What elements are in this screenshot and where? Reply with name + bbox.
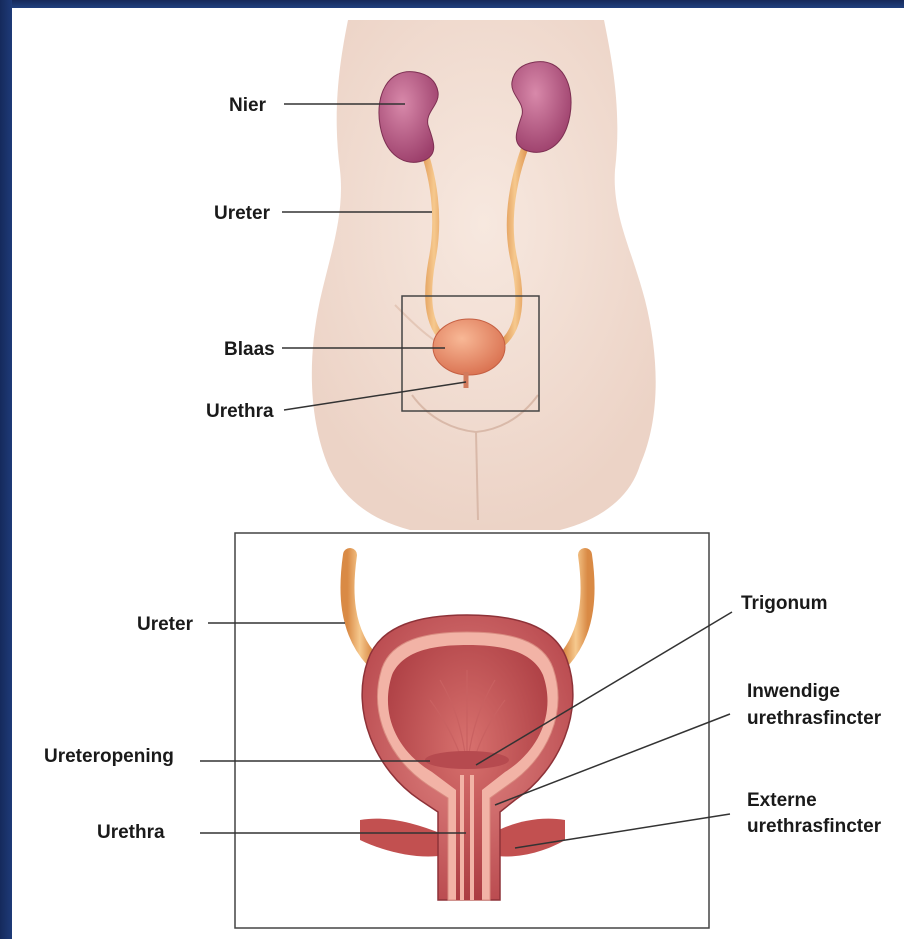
label-inwendige-line1: Inwendige <box>747 681 840 702</box>
label-ureter-bottom: Ureter <box>137 614 194 635</box>
bladder <box>433 319 505 375</box>
label-urethra-bottom: Urethra <box>97 822 165 843</box>
label-blaas: Blaas <box>224 339 275 360</box>
body-silhouette <box>312 20 656 530</box>
label-trigonum: Trigonum <box>741 593 828 614</box>
label-nier: Nier <box>229 95 267 116</box>
label-inwendige-line2: urethrasfincter <box>747 708 882 729</box>
label-ureter-top: Ureter <box>214 203 271 224</box>
label-urethra-top: Urethra <box>206 401 274 422</box>
ureter-openings <box>425 751 509 769</box>
label-externe-line1: Externe <box>747 790 817 811</box>
label-ureteropening: Ureteropening <box>44 746 174 767</box>
label-externe-line2: urethrasfincter <box>747 816 882 837</box>
